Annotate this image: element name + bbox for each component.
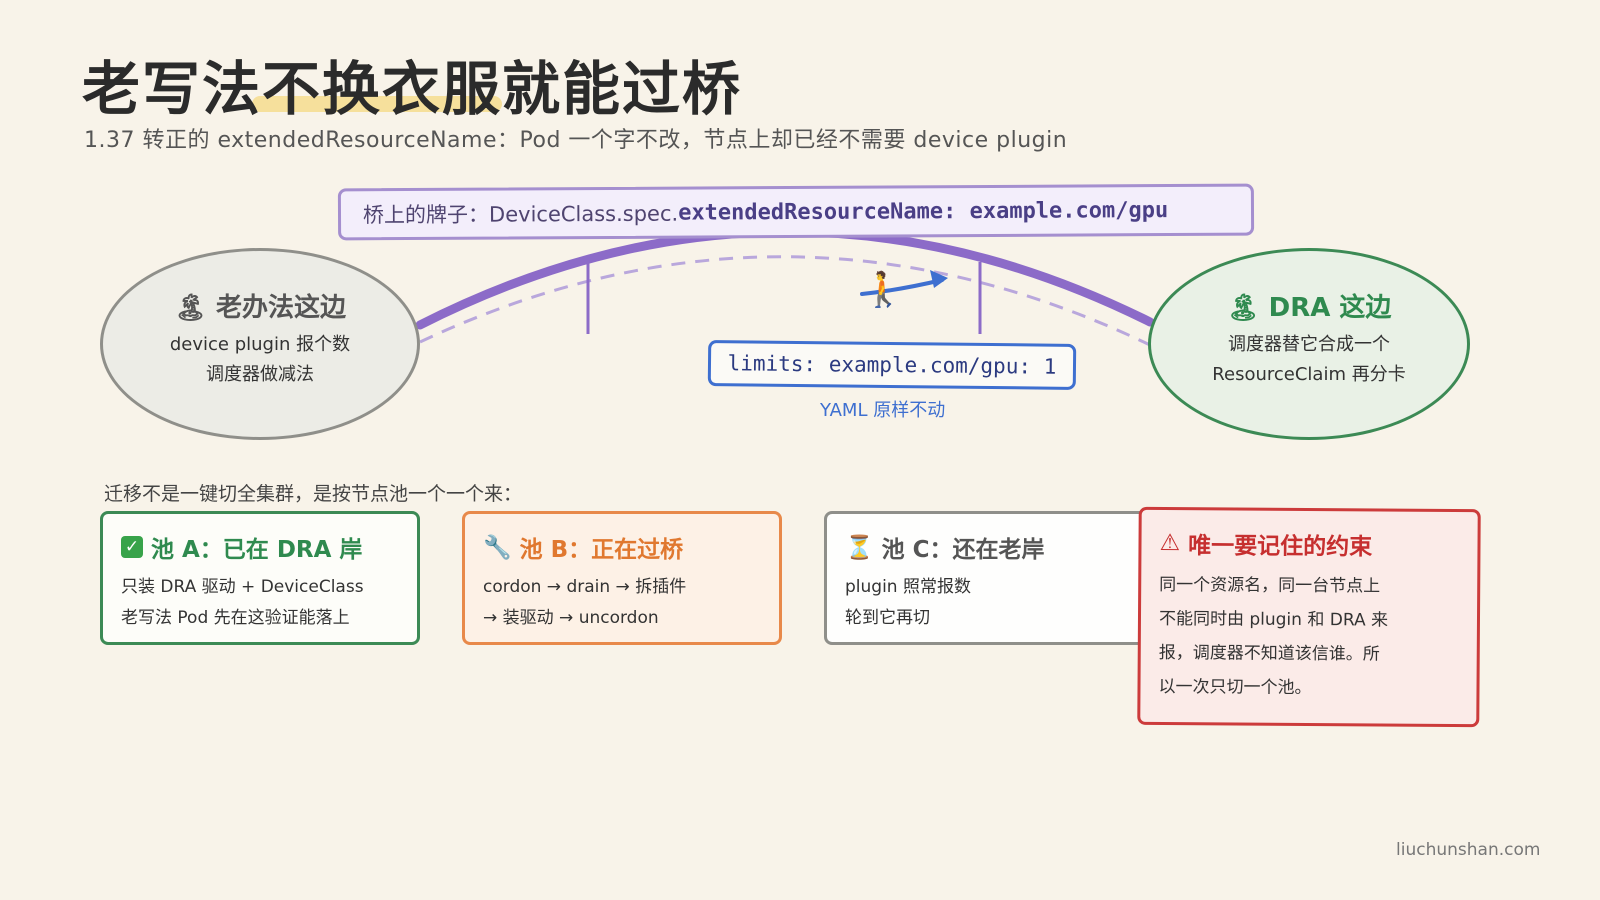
title-highlight — [252, 96, 502, 112]
warning-line-3: 报，调度器不知道该信谁。所 — [1158, 642, 1380, 665]
walk-arrowhead — [930, 270, 948, 288]
pool-b-line-1: cordon → drain → 拆插件 — [483, 577, 687, 597]
left-bank-line-1: device plugin 报个数 — [169, 334, 351, 355]
pool-c-card: ⏳ 池 C：还在老岸 plugin 照常报数 轮到它再切 — [824, 511, 1154, 645]
page-subtitle: 1.37 转正的 extendedResourceName：Pod 一个字不改，… — [84, 128, 1068, 153]
pool-c-title: ⏳ 池 C：还在老岸 — [845, 530, 1133, 564]
left-bank: 🏝 老办法这边 device plugin 报个数 调度器做减法 — [100, 248, 420, 440]
pool-b-title-text: 池 B：正在过桥 — [519, 537, 684, 563]
bridge-deck-dashed — [419, 255, 1151, 347]
warning-line-2: 不能同时由 plugin 和 DRA 来 — [1158, 608, 1389, 631]
right-bank-line-1: 调度器替它合成一个 — [1228, 334, 1390, 355]
yaml-limits-box: limits: example.com/gpu: 1 — [707, 340, 1077, 390]
page-title: 老写法不换衣服就能过桥 — [82, 55, 743, 123]
pool-c-line-1: plugin 照常报数 — [845, 577, 971, 597]
right-bank: 🏝 DRA 这边 调度器替它合成一个 ResourceClaim 再分卡 — [1148, 248, 1470, 440]
footer-site: liuchunshan.com — [1396, 840, 1541, 860]
island-icon: 🏝 — [1226, 293, 1260, 323]
right-bank-title: 🏝 DRA 这边 — [1151, 287, 1467, 324]
pool-a-title-text: 池 A：已在 DRA 岸 — [151, 537, 363, 563]
pool-c-title-text: 池 C：还在老岸 — [881, 537, 1045, 563]
bridge-sign-key: extendedResourceName: example.com/gpu — [678, 197, 1169, 226]
bridge-sign: 桥上的牌子：DeviceClass.spec. extendedResource… — [337, 183, 1255, 241]
warning-title-text: 唯一要记住的约束 — [1188, 533, 1373, 561]
pool-a-line-2: 老写法 Pod 先在这验证能落上 — [121, 608, 350, 628]
pool-a-title: ✓ 池 A：已在 DRA 岸 — [121, 530, 399, 564]
hourglass-icon: ⏳ — [845, 534, 874, 561]
right-bank-title-text: DRA 这边 — [1268, 293, 1392, 323]
warning-line-4: 以一次只切一个池。 — [1158, 676, 1312, 699]
pool-b-card: 🔧 池 B：正在过桥 cordon → drain → 拆插件 → 装驱动 → … — [462, 511, 782, 645]
migration-intro: 迁移不是一键切全集群，是按节点池一个一个来： — [104, 483, 523, 505]
constraint-warning-card: ⚠ 唯一要记住的约束 同一个资源名，同一台节点上 不能同时由 plugin 和 … — [1137, 506, 1481, 728]
pool-a-card: ✓ 池 A：已在 DRA 岸 只装 DRA 驱动 + DeviceClass 老… — [100, 511, 420, 645]
left-bank-title: 🏝 老办法这边 — [103, 287, 417, 324]
island-icon: 🏝 — [173, 293, 207, 323]
wrench-icon: 🔧 — [483, 534, 512, 561]
warning-icon: ⚠ — [1159, 529, 1181, 557]
construction-worker-walking-icon: 🚶 — [862, 270, 905, 310]
left-bank-line-2: 调度器做减法 — [206, 364, 314, 385]
pool-a-line-1: 只装 DRA 驱动 + DeviceClass — [121, 577, 364, 597]
check-icon: ✓ — [121, 536, 143, 558]
yaml-caption: YAML 原样不动 — [820, 400, 946, 421]
right-bank-line-2: ResourceClaim 再分卡 — [1212, 364, 1406, 385]
warning-line-1: 同一个资源名，同一台节点上 — [1159, 574, 1381, 597]
left-bank-title-text: 老办法这边 — [216, 293, 347, 323]
pool-b-title: 🔧 池 B：正在过桥 — [483, 530, 761, 564]
bridge-arch — [415, 227, 1155, 330]
pool-b-line-2: → 装驱动 → uncordon — [483, 608, 659, 628]
bridge-sign-prefix: 桥上的牌子：DeviceClass.spec. — [362, 201, 679, 228]
pool-c-line-2: 轮到它再切 — [845, 608, 930, 628]
warning-title: ⚠ 唯一要记住的约束 — [1159, 526, 1459, 562]
